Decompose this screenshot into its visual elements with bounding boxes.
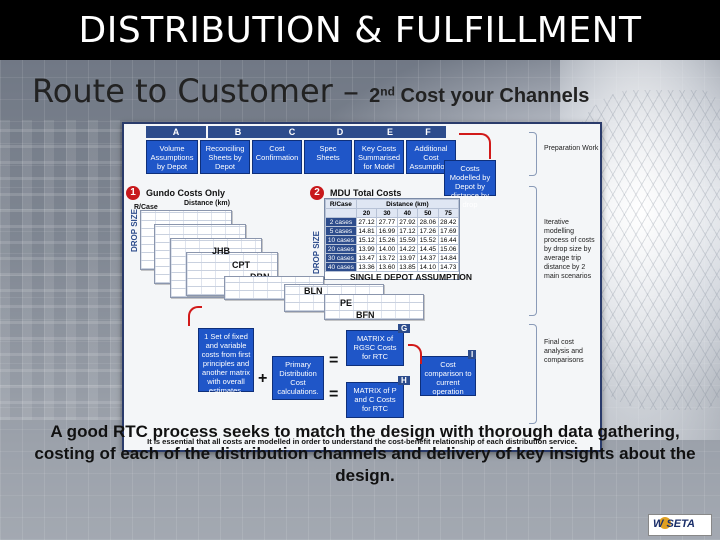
subtitle-ordinal: 2 [369,85,381,107]
dist-20: 20 [355,208,378,218]
box-fixed-variable-costs: 1 Set of fixed and variable costs from f… [198,328,254,395]
box-reconciling-sheets: Reconciling Sheets by Depot [200,140,250,174]
dist-75: 75 [437,208,460,218]
dist-50: 50 [417,208,439,218]
slide-subtitle: Route to Customer – 2nd Cost your Channe… [32,72,589,110]
process-diagram: A B C D E F Volume Assumptions by Depot … [122,122,602,452]
dist-30: 30 [376,208,398,218]
section-1-title: Gundo Costs Only [146,188,226,198]
column-header-b: B [208,126,268,138]
subtitle-main: Route to Customer – [32,72,370,110]
note-preparation: Preparation Work [544,145,599,152]
table-row: 5 cases 14.81 16.99 17.12 17.26 17.69 [325,226,460,236]
column-header-e: E [360,126,420,138]
box-additional-assumptions: Additional Cost Assumptions [406,140,456,174]
note-final: Final cost analysis and comparisons [544,339,584,364]
section-1-distance: Distance (km) [184,200,230,207]
logo-swoosh-icon [659,517,671,529]
depot-label-cpt: CPT [232,260,250,270]
single-depot-label: SINGLE DEPOT ASSUMPTION [350,272,473,282]
operator-equals-1: = [329,352,339,369]
arrow-down-left [188,306,202,326]
background-city-lights [0,120,130,420]
box-matrix-pc: MATRIX of P and C Costs for RTC [346,382,404,418]
subtitle-rest: Cost your Channels [394,85,590,107]
box-key-costs: Key Costs Summarised for Model [354,140,404,174]
table-row: 2 cases 27.12 27.77 27.92 28.06 28.42 [325,217,460,227]
section-1-number: 1 [126,186,140,200]
slide-caption: A good RTC process seeks to match the de… [34,422,696,485]
box-costs-modelled: Costs Modelled by Depot by distance by d… [444,160,496,209]
sheet-stack-7 [324,294,424,320]
label-i: I [468,350,477,359]
column-header-a: A [146,126,206,138]
box-cost-confirmation: Cost Confirmation [252,140,302,174]
page-title: DISTRIBUTION & FULFILLMENT [78,10,642,51]
box-spec-sheets: Spec Sheets [304,140,352,174]
logo-text: W SETA [653,518,695,530]
arrow-to-comparison [408,344,422,364]
subtitle-ordinal-sup: nd [380,84,395,99]
depot-label-pe: PE [340,298,353,308]
operator-equals-2: = [329,386,339,403]
table-distance-header: Distance (km) [355,199,460,209]
table-row: 40 cases 13.36 13.60 13.85 14.10 14.73 [325,262,460,272]
section-1-row-label: R/Case [134,204,158,211]
box-cost-comparison: Cost comparison to current operation [420,356,476,396]
note-iterative: Iterative modelling process of costs by … [544,219,595,280]
header-bar [0,0,720,60]
column-header-c: C [262,126,322,138]
box-volume-assumptions: Volume Assumptions by Depot [146,140,198,174]
box-matrix-rgsc: MATRIX of RGSC Costs for RTC [346,330,404,366]
mdu-table: R/Case Distance (km) 20 30 40 50 75 2 ca… [325,199,460,272]
table-row-label-header: R/Case [325,199,357,209]
bracket-final [529,324,537,424]
bracket-prep [529,132,537,176]
operator-plus: + [258,370,268,387]
section-2-drop-size: DROP SIZE [312,231,321,274]
box-primary-distribution: Primary Distribution Cost calculations. [272,356,324,400]
arrow-to-costs-modelled [459,133,491,159]
mdu-cost-table: R/Case Distance (km) 20 30 40 50 75 2 ca… [324,198,460,280]
label-g: G [398,324,411,333]
column-header-f: F [410,126,446,138]
label-h: H [398,376,410,385]
section-2-number: 2 [310,186,324,200]
table-row: 10 cases 15.12 15.26 15.59 15.52 16.44 [325,235,460,245]
section-1-drop-size: DROP SIZE [130,209,139,252]
depot-label-jhb: JHB [212,246,231,256]
bracket-iterative [529,186,537,316]
section-2-title: MDU Total Costs [330,188,402,198]
wseta-logo: W SETA [648,514,712,536]
table-row: 20 cases 13.99 14.00 14.22 14.45 15.06 [325,244,460,254]
depot-label-bfn: BFN [356,310,375,320]
depot-label-bln: BLN [304,286,323,296]
dist-40: 40 [396,208,419,218]
table-row: 30 cases 13.47 13.72 13.97 14.37 14.84 [325,253,460,263]
diagram-footer-note: It is essential that all costs are model… [147,437,577,446]
column-header-d: D [310,126,370,138]
